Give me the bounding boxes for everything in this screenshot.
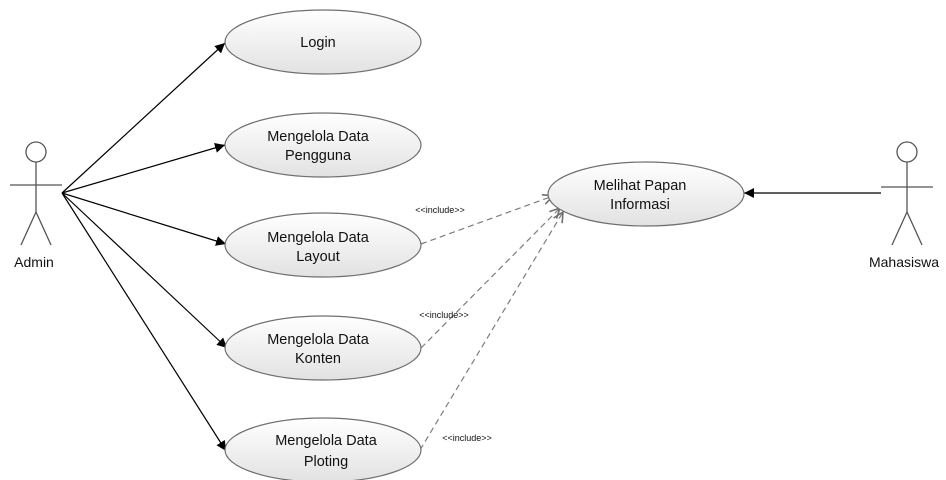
use-case-ploting-shape bbox=[224, 417, 422, 480]
association-admin-ploting bbox=[61, 192, 227, 452]
use-case-login-label: Login bbox=[300, 35, 335, 51]
actor-mahasiswa-leg-right bbox=[906, 211, 923, 246]
include-konten-papan bbox=[420, 208, 560, 349]
use-case-ploting-label-line2: Ploting bbox=[304, 454, 348, 470]
include-label-layout: <<include>> bbox=[415, 205, 465, 215]
use-case-pengguna-label-line2: Pengguna bbox=[285, 148, 352, 164]
use-case-konten: Mengelola Data Konten bbox=[224, 315, 422, 381]
actor-mahasiswa-head bbox=[896, 141, 918, 163]
use-case-pengguna-label-line1: Mengelola Data bbox=[267, 129, 369, 145]
use-case-layout-label-line2: Layout bbox=[296, 249, 340, 265]
use-case-konten-label-line2: Konten bbox=[295, 351, 341, 367]
use-case-papan-label-line2: Informasi bbox=[610, 197, 670, 213]
association-admin-layout bbox=[61, 192, 227, 246]
actor-mahasiswa-label: Mahasiswa bbox=[869, 254, 939, 270]
association-admin-konten bbox=[61, 192, 228, 349]
association-admin-login bbox=[61, 42, 226, 194]
actor-mahasiswa-leg-left bbox=[891, 211, 908, 246]
include-label-konten: <<include>> bbox=[419, 310, 469, 320]
admin-associations bbox=[61, 42, 228, 452]
use-case-konten-shape bbox=[224, 315, 422, 381]
use-case-pengguna-shape bbox=[224, 112, 422, 178]
use-case-login-shape bbox=[224, 9, 422, 75]
use-case-papan: Melihat Papan Informasi bbox=[547, 161, 745, 227]
use-case-konten-label-line1: Mengelola Data bbox=[267, 332, 369, 348]
actor-admin-head bbox=[25, 141, 47, 163]
use-case-login: Login bbox=[224, 9, 422, 75]
actor-admin-label: Admin bbox=[14, 254, 54, 270]
include-relationships: <<include>> <<include>> <<include>> bbox=[415, 196, 563, 451]
actor-admin-leg-right bbox=[35, 211, 52, 246]
include-ploting-papan bbox=[419, 212, 563, 451]
use-case-ploting-label-line1: Mengelola Data bbox=[275, 433, 377, 449]
use-case-layout: Mengelola Data Layout bbox=[224, 212, 422, 278]
use-case-papan-label-line1: Melihat Papan bbox=[594, 178, 687, 194]
include-layout-papan bbox=[420, 196, 553, 245]
actor-admin-leg-left bbox=[20, 211, 37, 246]
use-case-ploting: Mengelola Data Ploting bbox=[224, 417, 422, 480]
use-case-pengguna: Mengelola Data Pengguna bbox=[224, 112, 422, 178]
use-case-papan-shape bbox=[547, 161, 745, 227]
include-label-ploting: <<include>> bbox=[442, 433, 492, 443]
use-case-layout-label-line1: Mengelola Data bbox=[267, 230, 369, 246]
association-admin-pengguna bbox=[61, 143, 226, 194]
actor-mahasiswa: Mahasiswa bbox=[869, 141, 939, 270]
actor-admin: Admin bbox=[10, 141, 62, 270]
use-case-layout-shape bbox=[224, 212, 422, 278]
